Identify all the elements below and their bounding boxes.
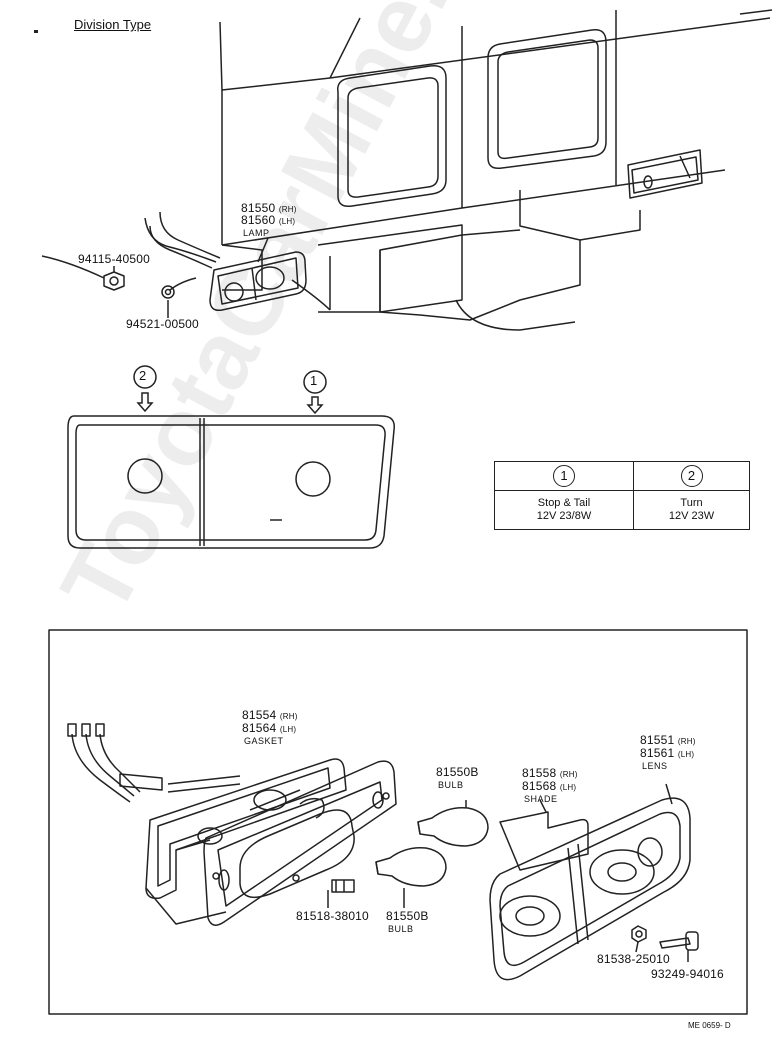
- lens-part-lh: 81561 (LH): [640, 746, 695, 760]
- spec-col-2-rating: 12V 23W: [668, 510, 715, 522]
- nut-part-bottom: 81538-25010: [597, 952, 670, 966]
- shade-part-lh: 81568 (LH): [522, 779, 577, 793]
- gasket-name: GASKET: [244, 736, 284, 746]
- lens-name: LENS: [642, 761, 668, 771]
- lamp-face-drawing: [67, 365, 395, 549]
- lamp-name: LAMP: [243, 228, 270, 238]
- clip-part: 81518-38010: [296, 909, 369, 923]
- corner-dot: [34, 30, 38, 33]
- lens-part-rh: 81551 (RH): [640, 733, 696, 747]
- nut-part-top: 94115-40500: [78, 252, 151, 266]
- marker-left: 2: [139, 368, 147, 383]
- screw-part: 93249-94016: [651, 967, 724, 981]
- spec-col-1-body: Stop & Tail 12V 23/8W: [494, 490, 634, 530]
- vehicle-rear-drawing: [41, 9, 773, 331]
- spec-col-1-function: Stop & Tail: [537, 497, 591, 509]
- section-title: Division Type: [74, 17, 152, 32]
- spec-col-2-function: Turn: [680, 497, 703, 509]
- bulb-upper-name: BULB: [438, 780, 464, 790]
- lamp-part-lh: 81560 (LH): [241, 213, 296, 227]
- exploded-view-drawing: [48, 629, 748, 1015]
- gasket-part-lh: 81564 (LH): [242, 721, 297, 735]
- shade-part-rh: 81558 (RH): [522, 766, 578, 780]
- figure-code: ME 0659- D: [688, 1021, 731, 1030]
- washer-part-top: 94521-00500: [126, 317, 199, 331]
- bulb-upper-part: 81550B: [436, 765, 479, 779]
- bulb-spec-table: 1 2 Stop & Tail 12V 23/8W Turn 12V 23W: [494, 461, 750, 530]
- spec-col-1-header: 1: [494, 461, 634, 491]
- bulb-lower-name: BULB: [388, 924, 414, 934]
- bulb-lower-part: 81550B: [386, 909, 429, 923]
- spec-col-1-rating: 12V 23/8W: [536, 510, 592, 522]
- spec-col-2-body: Turn 12V 23W: [633, 490, 750, 530]
- lamp-part-rh: 81550 (RH): [241, 201, 297, 215]
- shade-name: SHADE: [524, 794, 558, 804]
- marker-right: 1: [310, 373, 318, 388]
- gasket-part-rh: 81554 (RH): [242, 708, 298, 722]
- spec-col-2-header: 2: [633, 461, 750, 491]
